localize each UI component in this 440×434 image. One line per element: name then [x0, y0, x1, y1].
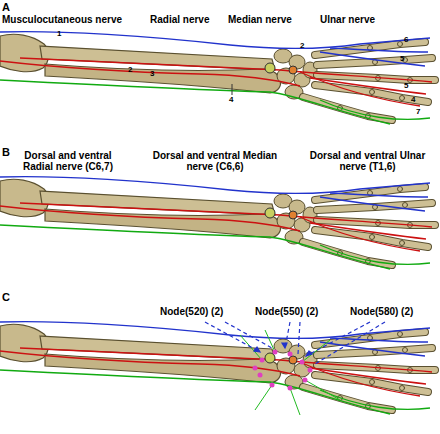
node-label: Node(550) (2) — [255, 306, 318, 317]
nerve-label: Dorsal and ventral Median nerve (C6,6) — [150, 150, 280, 172]
callout-number: 1 — [57, 30, 61, 39]
nerve-label: Ulnar nerve — [320, 14, 375, 25]
nerve-label: Dorsal and ventral Radial nerve (C6,7) — [8, 150, 128, 172]
panel-letter: A — [2, 1, 10, 13]
panel-letter: B — [2, 146, 10, 158]
node-label: Node(580) (2) — [350, 306, 413, 317]
callout-number: 4 — [411, 96, 415, 105]
callout-number: 3 — [150, 70, 154, 79]
panel-b-art — [0, 177, 435, 269]
callout-number: 2 — [300, 42, 304, 51]
nerve-label: Musculocutaneous nerve — [2, 14, 122, 25]
callout-number: 5 — [404, 82, 408, 91]
nerve-label: Radial nerve — [150, 14, 209, 25]
callout-number: 5 — [400, 55, 404, 64]
panel-c-art — [0, 322, 435, 415]
callout-number: 4 — [229, 96, 233, 105]
callout-number: 7 — [416, 108, 420, 117]
nerve-label: Median nerve — [228, 14, 292, 25]
panel-a-art — [0, 32, 435, 124]
panel-letter: C — [2, 291, 10, 303]
callout-number: 2 — [128, 66, 132, 75]
node-label: Node(520) (2) — [160, 306, 223, 317]
nerve-label: Dorsal and ventral Ulnar nerve (T1,6) — [305, 150, 430, 172]
callout-number: 6 — [404, 36, 408, 45]
